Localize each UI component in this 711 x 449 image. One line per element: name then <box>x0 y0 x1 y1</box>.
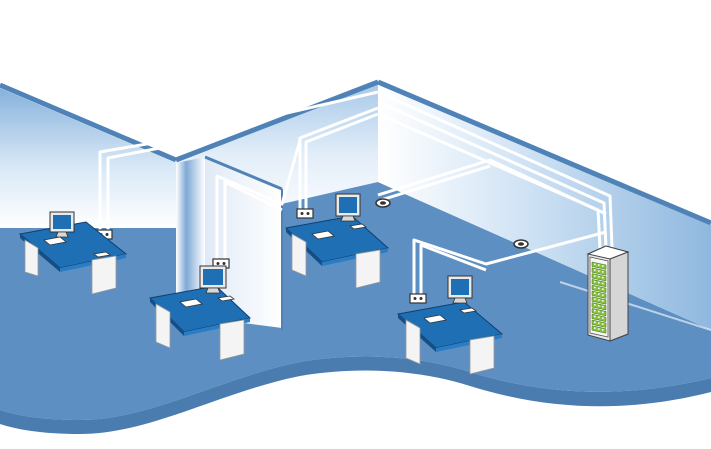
rack-port <box>594 281 596 283</box>
rack-port <box>594 263 596 265</box>
rack-port <box>594 327 596 329</box>
rack-port <box>598 281 600 284</box>
rack-port <box>594 292 596 294</box>
rack-port <box>598 299 600 301</box>
right-wall-base <box>559 281 711 331</box>
rack-port <box>602 300 604 302</box>
back-wall-top <box>175 79 379 163</box>
rack-port <box>602 329 604 331</box>
rack-port <box>598 287 600 290</box>
rack-port <box>602 265 604 267</box>
rack-port <box>602 288 604 290</box>
rack-port <box>598 293 600 295</box>
rack-port <box>602 311 604 314</box>
rack-port <box>602 276 604 279</box>
rack-port <box>594 298 596 300</box>
workstation-3 <box>284 193 390 289</box>
rack-port <box>594 275 596 277</box>
rack-port <box>602 294 604 296</box>
workstation-2 <box>148 265 252 361</box>
rack-port <box>598 310 600 313</box>
left-wall-top <box>0 82 177 163</box>
wall-outlet <box>409 293 427 304</box>
rack-port <box>598 276 600 278</box>
rack-port <box>598 264 600 266</box>
ceiling-access-point <box>513 239 529 249</box>
workstation-1 <box>18 211 128 295</box>
rack-port <box>594 304 596 306</box>
workstation-4 <box>396 275 504 375</box>
partition-wall-side <box>176 157 205 318</box>
floor-edge <box>0 356 711 434</box>
rack-port <box>594 286 596 289</box>
rack-port <box>598 270 600 272</box>
rack-port <box>602 305 604 308</box>
rack-port <box>598 305 600 307</box>
right-wall-top <box>377 79 711 226</box>
cable-runs <box>98 90 614 296</box>
rack-port <box>602 271 604 273</box>
rack-port <box>594 310 596 312</box>
ceiling-access-point <box>375 198 391 208</box>
rack-port <box>598 328 600 330</box>
rack-patch-panels <box>591 261 607 334</box>
wall-outlet <box>296 208 314 219</box>
rack-port <box>598 322 600 324</box>
network-rack <box>586 245 630 342</box>
rack-port <box>594 321 596 323</box>
rack-port <box>602 282 604 285</box>
rack-port <box>594 315 596 318</box>
rack-port <box>602 323 604 325</box>
rack-port <box>602 317 604 319</box>
rack-port <box>594 269 596 271</box>
left-wall <box>0 88 176 228</box>
rack-port <box>598 316 600 319</box>
